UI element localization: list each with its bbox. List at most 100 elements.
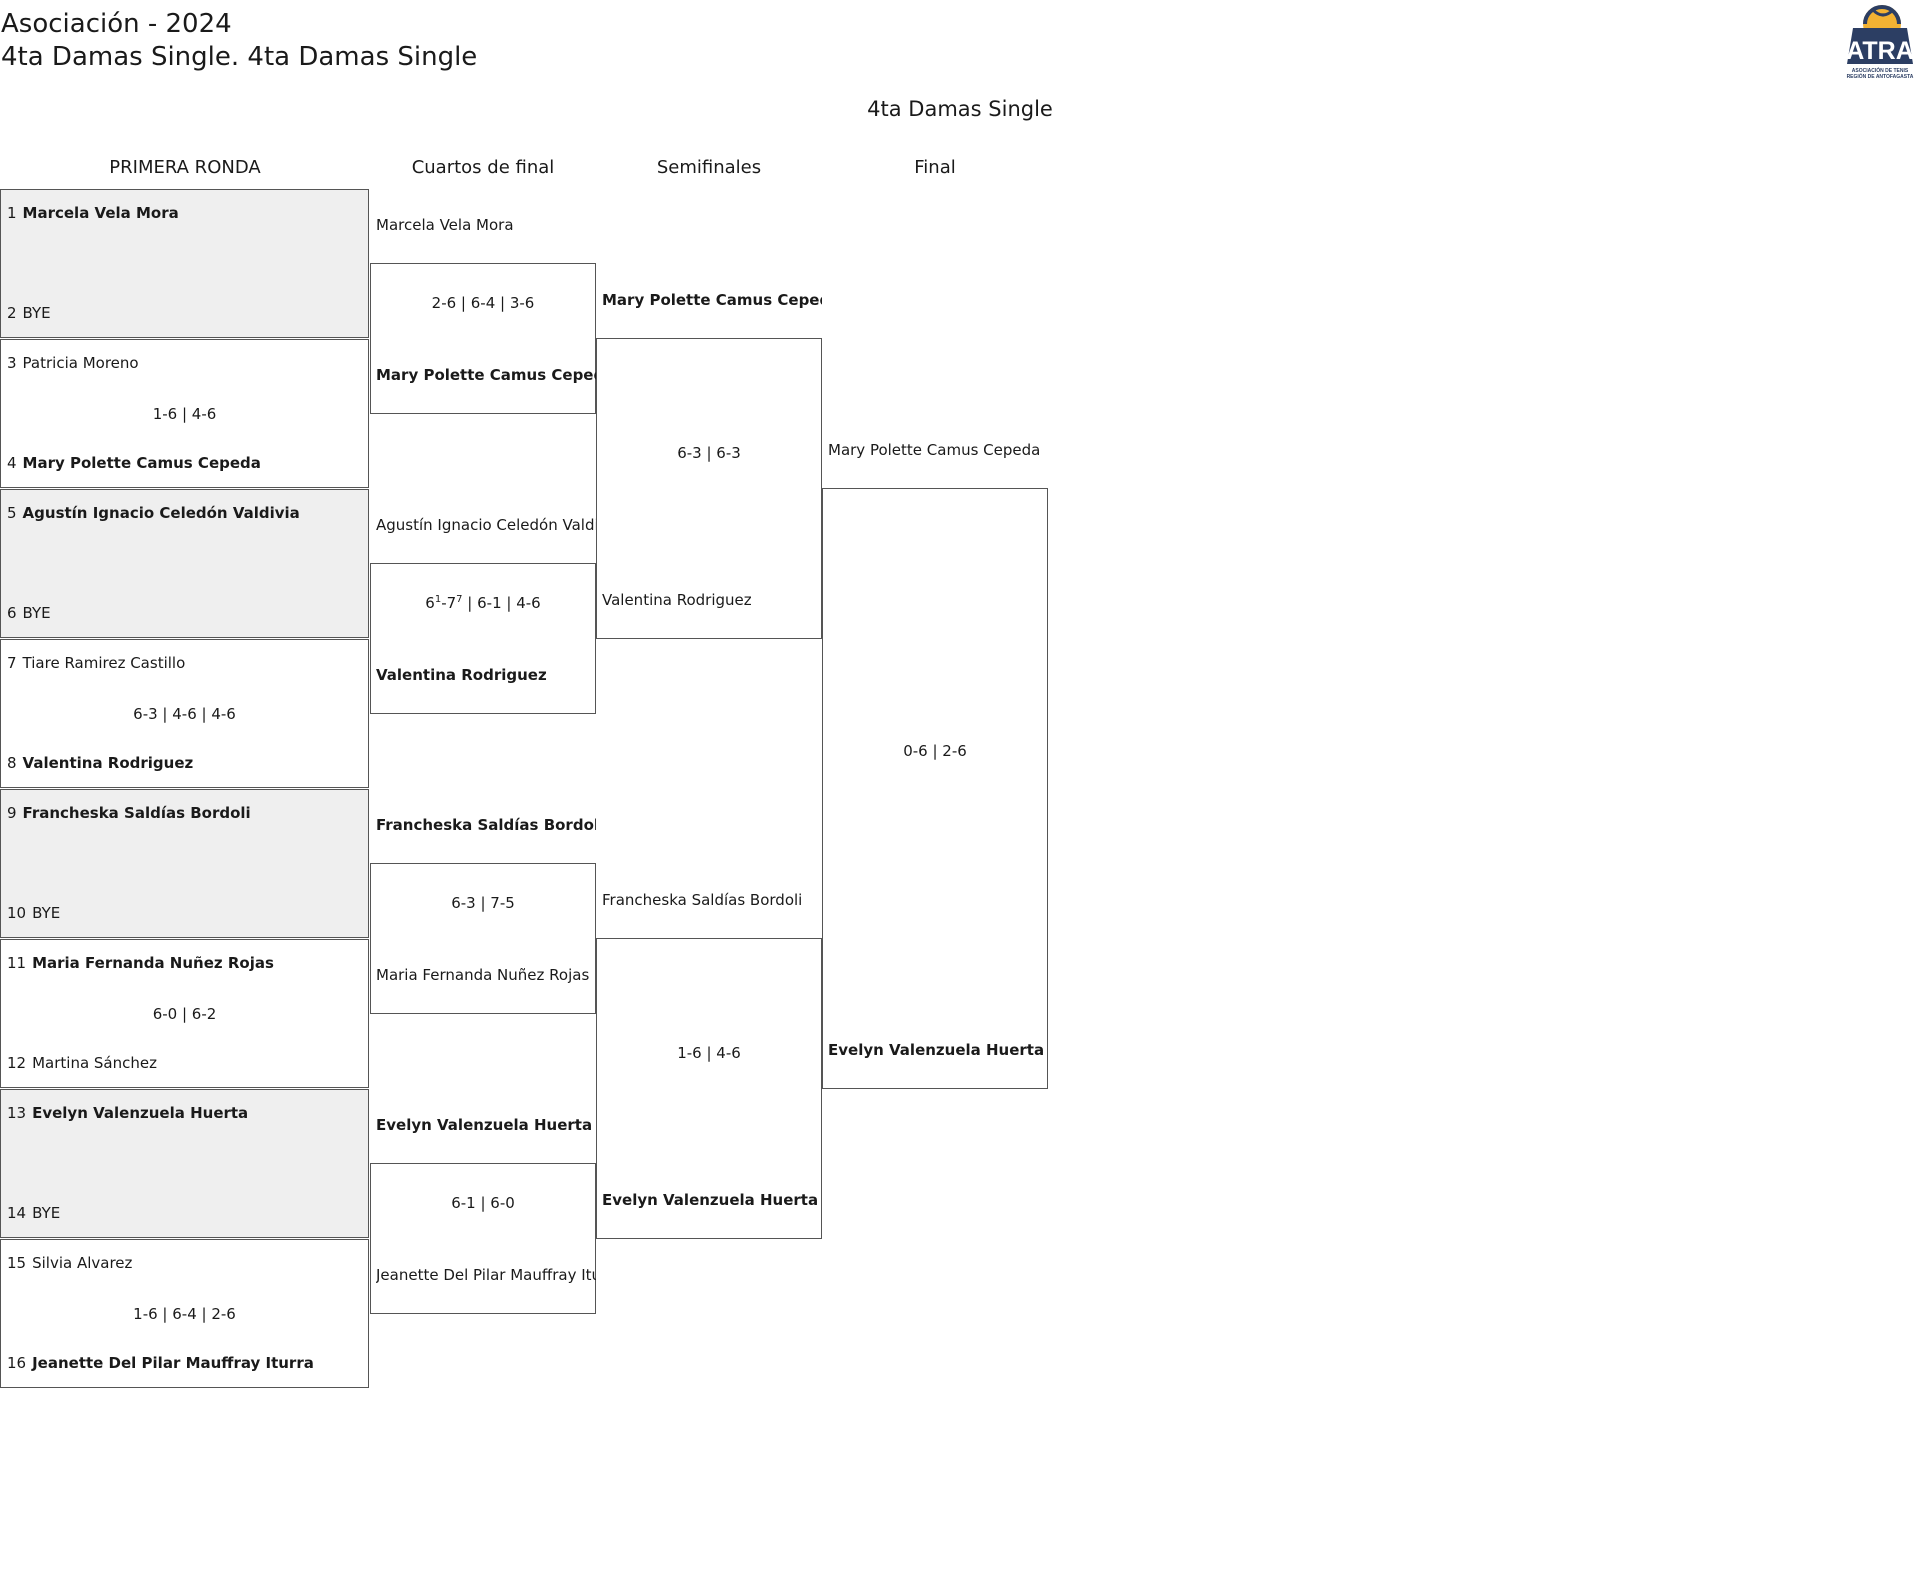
tiebreak-score: 7 <box>456 594 463 605</box>
player-slot: 11 Maria Fernanda Nuñez Rojas <box>7 954 274 972</box>
match-score: 6-1 | 6-0 <box>451 1194 515 1212</box>
seed-number: 16 <box>7 1354 27 1372</box>
seed-number: 14 <box>7 1204 27 1222</box>
match-score: 1-6 | 4-6 <box>152 405 217 423</box>
final-bracket: 0-6 | 2-6 <box>822 488 1048 1089</box>
column-header-primera-ronda: PRIMERA RONDA <box>109 157 261 178</box>
semifinal-bracket: 6-3 | 6-3 <box>596 338 822 639</box>
quarterfinal-player: Valentina Rodriguez <box>376 666 547 684</box>
logo-text: ATRA <box>1846 37 1914 65</box>
seed-number: 13 <box>7 1104 27 1122</box>
seed-number: 4 <box>7 454 17 472</box>
player-slot: 10 BYE <box>7 904 60 922</box>
atra-logo: ATRA ASOCIACIÓN DE TENIS REGIÓN DE ANTOF… <box>1846 5 1914 80</box>
player-name: BYE <box>22 604 51 622</box>
player-slot: 13 Evelyn Valenzuela Huerta <box>7 1104 248 1122</box>
quarterfinal-player: Evelyn Valenzuela Huerta <box>376 1116 593 1134</box>
seed-number: 10 <box>7 904 27 922</box>
finalist-player: Evelyn Valenzuela Huerta <box>828 1041 1045 1059</box>
player-name: Silvia Alvarez <box>32 1254 133 1272</box>
quarterfinal-bracket: 61-77 | 6-1 | 4-6 <box>370 563 596 714</box>
match-score: 6-3 | 4-6 | 4-6 <box>133 705 236 723</box>
player-name: Evelyn Valenzuela Huerta <box>32 1104 249 1122</box>
seed-number: 1 <box>7 204 17 222</box>
match-score: 2-6 | 6-4 | 3-6 <box>431 294 535 312</box>
tournament-title: Asociación - 2024 <box>1 9 232 39</box>
first-round-match: 11 Maria Fernanda Nuñez Rojas 6-0 | 6-2 1… <box>0 939 369 1088</box>
quarterfinal-player: Jeanette Del Pilar Mauffray Iturra <box>376 1266 596 1284</box>
quarterfinal-player: Marcela Vela Mora <box>376 216 514 234</box>
player-slot: 9 Francheska Saldías Bordoli <box>7 804 251 822</box>
match-score: 6-3 | 6-3 <box>677 444 741 462</box>
match-score: 6-3 | 7-5 <box>451 894 515 912</box>
seed-number: 5 <box>7 504 17 522</box>
player-slot: 16 Jeanette Del Pilar Mauffray Iturra <box>7 1354 314 1372</box>
match-score: 61-77 | 6-1 | 4-6 <box>371 594 595 612</box>
semifinal-player: Evelyn Valenzuela Huerta <box>602 1191 819 1209</box>
draw-title: 4ta Damas Single <box>867 97 1053 121</box>
semifinal-player: Mary Polette Camus Cepeda <box>602 291 822 309</box>
quarterfinal-bracket: 6-1 | 6-0 <box>370 1163 596 1314</box>
seed-number: 8 <box>7 754 17 772</box>
score-part: -7 <box>441 594 457 612</box>
first-round-match: 15 Silvia Alvarez 1-6 | 6-4 | 2-6 16 Jeane… <box>0 1239 369 1388</box>
first-round-match: 5 Agustín Ignacio Celedón Valdivia 6 BYE <box>0 489 369 638</box>
finalist-player: Mary Polette Camus Cepeda <box>828 441 1041 459</box>
quarterfinal-player: Francheska Saldías Bordoli <box>376 816 596 834</box>
player-slot: 8 Valentina Rodriguez <box>7 754 193 772</box>
semifinal-bracket: 1-6 | 4-6 <box>596 938 822 1239</box>
tiebreak-score: 1 <box>434 594 442 605</box>
match-score: 1-6 | 6-4 | 2-6 <box>133 1305 236 1323</box>
player-slot: 12 Martina Sánchez <box>7 1054 157 1072</box>
player-name: Marcela Vela Mora <box>22 204 179 222</box>
player-name: Jeanette Del Pilar Mauffray Iturra <box>32 1354 314 1372</box>
seed-number: 9 <box>7 804 17 822</box>
quarterfinal-player: Mary Polette Camus Cepeda <box>376 366 596 384</box>
first-round-match: 13 Evelyn Valenzuela Huerta 14 BYE <box>0 1089 369 1238</box>
player-name: Francheska Saldías Bordoli <box>22 804 251 822</box>
draw-subtitle: 4ta Damas Single. 4ta Damas Single <box>1 42 478 72</box>
quarterfinal-player: Maria Fernanda Nuñez Rojas <box>376 966 590 984</box>
player-slot: 6 BYE <box>7 604 51 622</box>
player-name: Patricia Moreno <box>22 354 139 372</box>
first-round-match: 9 Francheska Saldías Bordoli 10 BYE <box>0 789 369 938</box>
seed-number: 15 <box>7 1254 27 1272</box>
player-slot: 5 Agustín Ignacio Celedón Valdivia <box>7 504 300 522</box>
column-header-semifinales: Semifinales <box>656 157 762 178</box>
player-name: Tiare Ramirez Castillo <box>22 654 186 672</box>
seed-number: 12 <box>7 1054 27 1072</box>
quarterfinal-bracket: 2-6 | 6-4 | 3-6 <box>370 263 596 414</box>
semifinal-player: Valentina Rodriguez <box>602 591 752 609</box>
first-round-match: 3 Patricia Moreno 1-6 | 4-6 4 Mary Polette… <box>0 339 369 488</box>
player-slot: 3 Patricia Moreno <box>7 354 139 372</box>
match-score: 1-6 | 4-6 <box>677 1044 741 1062</box>
match-score: 0-6 | 2-6 <box>903 742 967 760</box>
match-score: 6-0 | 6-2 <box>152 1005 217 1023</box>
semifinal-player: Francheska Saldías Bordoli <box>602 891 803 909</box>
column-header-cuartos: Cuartos de final <box>411 157 555 178</box>
player-name: BYE <box>32 1204 61 1222</box>
player-name: Valentina Rodriguez <box>22 754 194 772</box>
player-name: BYE <box>32 904 61 922</box>
seed-number: 3 <box>7 354 17 372</box>
quarterfinal-bracket: 6-3 | 7-5 <box>370 863 596 1014</box>
player-name: Mary Polette Camus Cepeda <box>22 454 261 472</box>
logo-subtext-2: REGIÓN DE ANTOFAGASTA <box>1847 72 1914 80</box>
score-part: | 6-1 | 4-6 <box>462 594 541 612</box>
player-slot: 1 Marcela Vela Mora <box>7 204 179 222</box>
player-slot: 14 BYE <box>7 1204 60 1222</box>
player-slot: 4 Mary Polette Camus Cepeda <box>7 454 261 472</box>
quarterfinal-player: Agustín Ignacio Celedón Valdivia <box>376 516 596 534</box>
score-part: 6 <box>425 594 435 612</box>
player-name: Martina Sánchez <box>32 1054 157 1072</box>
player-slot: 15 Silvia Alvarez <box>7 1254 132 1272</box>
player-name: Agustín Ignacio Celedón Valdivia <box>22 504 300 522</box>
seed-number: 6 <box>7 604 17 622</box>
player-slot: 7 Tiare Ramirez Castillo <box>7 654 185 672</box>
player-name: BYE <box>22 304 51 322</box>
seed-number: 7 <box>7 654 17 672</box>
player-name: Maria Fernanda Nuñez Rojas <box>32 954 274 972</box>
seed-number: 11 <box>7 954 27 972</box>
